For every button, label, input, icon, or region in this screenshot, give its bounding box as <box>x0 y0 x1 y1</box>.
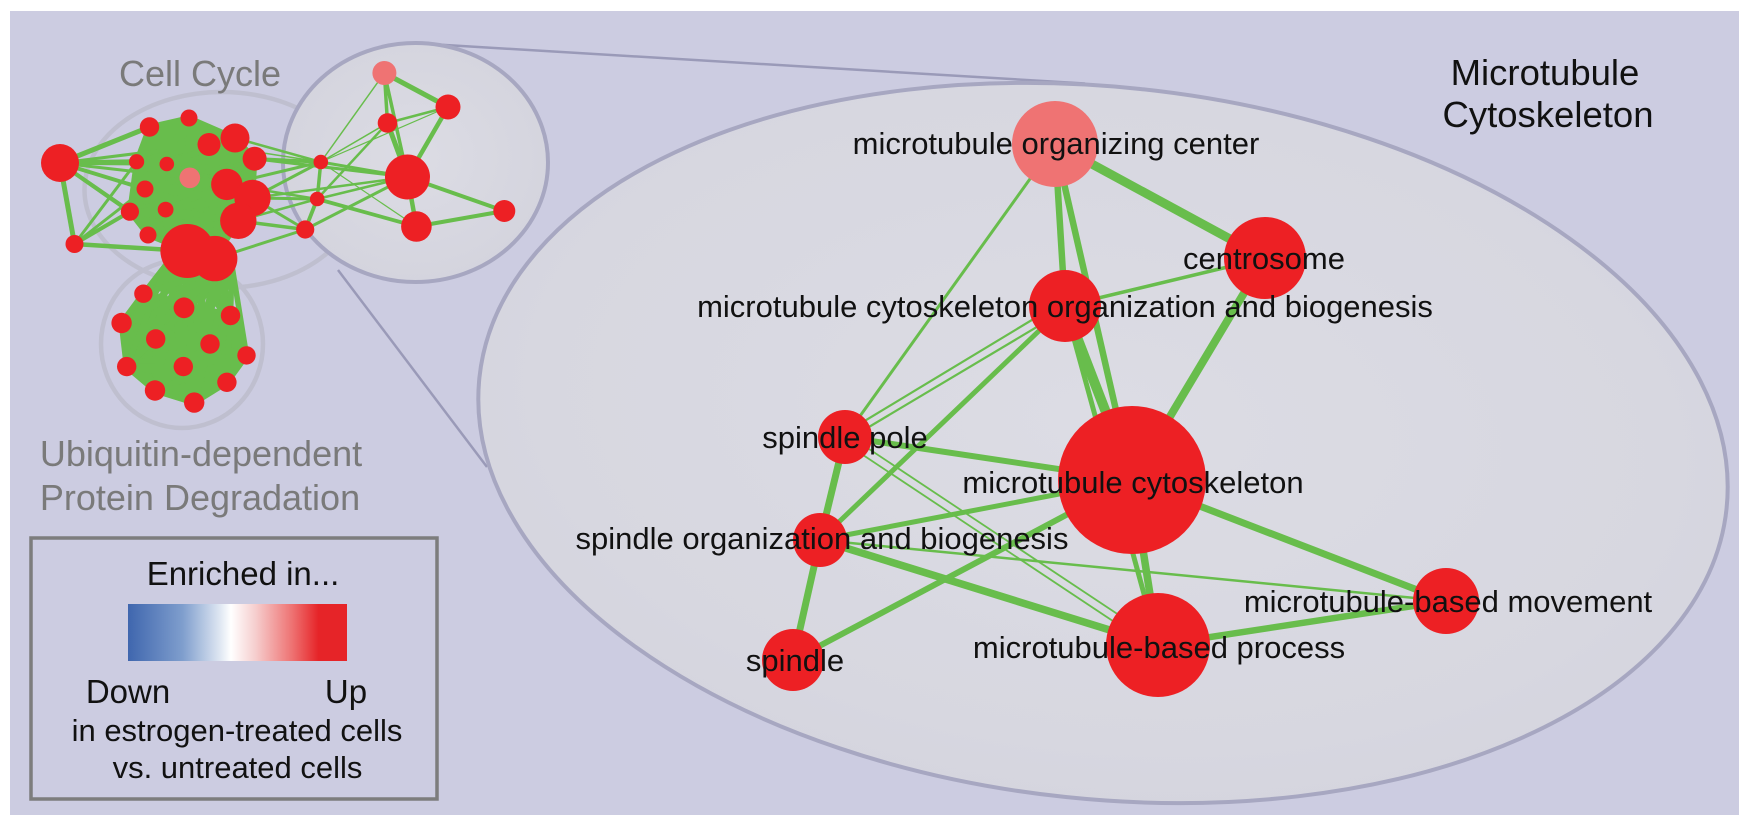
svg-text:vs. untreated cells: vs. untreated cells <box>113 750 363 785</box>
svg-text:microtubule cytoskeleton: microtubule cytoskeleton <box>962 465 1303 500</box>
svg-text:Microtubule: Microtubule <box>1451 52 1640 93</box>
svg-text:Protein Degradation: Protein Degradation <box>40 477 360 518</box>
svg-text:Enriched in...: Enriched in... <box>147 555 340 592</box>
svg-text:spindle pole: spindle pole <box>762 420 927 455</box>
svg-text:Ubiquitin-dependent: Ubiquitin-dependent <box>40 433 362 474</box>
svg-text:centrosome: centrosome <box>1183 241 1345 276</box>
svg-text:Up: Up <box>325 673 367 710</box>
svg-text:microtubule cytoskeleton organ: microtubule cytoskeleton organization an… <box>697 289 1433 324</box>
svg-text:microtubule organizing center: microtubule organizing center <box>853 126 1260 161</box>
svg-text:in estrogen-treated cells: in estrogen-treated cells <box>72 713 403 748</box>
svg-text:Cytoskeleton: Cytoskeleton <box>1443 94 1654 135</box>
svg-text:spindle organization and bioge: spindle organization and biogenesis <box>576 521 1069 556</box>
svg-text:microtubule-based movement: microtubule-based movement <box>1244 584 1653 619</box>
svg-text:Down: Down <box>86 673 170 710</box>
svg-text:spindle: spindle <box>746 643 844 678</box>
svg-text:microtubule-based process: microtubule-based process <box>973 630 1345 665</box>
svg-text:Cell Cycle: Cell Cycle <box>119 53 281 94</box>
